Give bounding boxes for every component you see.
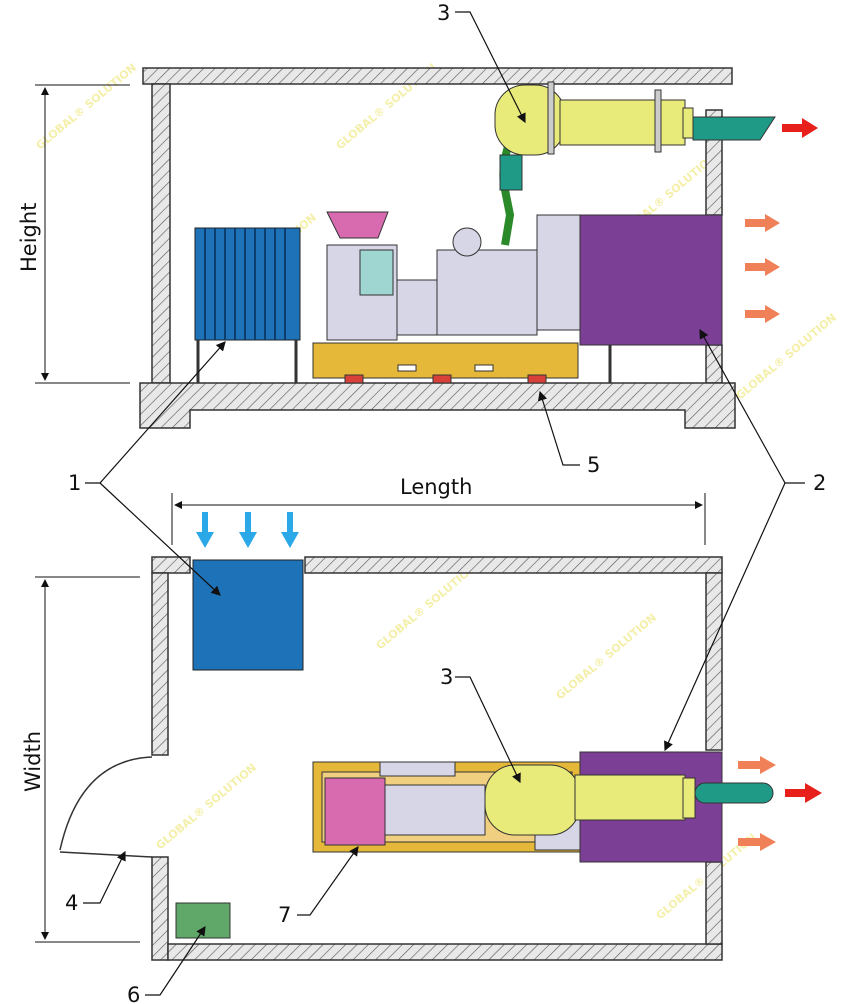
door xyxy=(59,756,153,858)
tailpipe xyxy=(692,116,776,141)
callout-1: 1 xyxy=(68,471,81,495)
elevation-view: Height xyxy=(17,67,818,429)
svg-text:GLOBAL® SOLUTION: GLOBAL® SOLUTION xyxy=(734,311,839,402)
callout-7: 7 xyxy=(278,903,291,927)
callout-2: 2 xyxy=(813,471,826,495)
exhaust-arrow xyxy=(782,118,818,138)
plan-exhaust-arrow xyxy=(785,783,822,803)
vibration-mount xyxy=(432,374,452,384)
radiator xyxy=(194,227,301,383)
length-label: Length xyxy=(400,475,472,499)
exhaust-air-duct xyxy=(579,214,723,346)
svg-text:GLOBAL® SOLUTION: GLOBAL® SOLUTION xyxy=(34,61,139,152)
vibration-mount xyxy=(527,374,547,384)
control-box xyxy=(175,902,231,939)
air-out-arrows xyxy=(745,214,780,323)
callout-3-plan: 3 xyxy=(440,665,453,689)
vibration-mount xyxy=(344,374,364,384)
callout-3-elevation: 3 xyxy=(437,1,450,25)
leader-lines xyxy=(83,11,805,996)
plan-radiator xyxy=(192,559,304,671)
genset xyxy=(312,211,612,384)
svg-text:GLOBAL® SOLUTION: GLOBAL® SOLUTION xyxy=(374,561,479,652)
callout-5: 5 xyxy=(587,453,600,477)
svg-text:GLOBAL® SOLUTION: GLOBAL® SOLUTION xyxy=(154,761,259,852)
height-label: Height xyxy=(17,203,41,272)
callout-4: 4 xyxy=(65,891,78,915)
width-dimension xyxy=(35,576,140,943)
muffler xyxy=(494,81,776,246)
plan-view: Width xyxy=(21,512,822,961)
plan-muffler xyxy=(484,764,774,836)
plan-walls xyxy=(151,556,723,961)
height-dimension xyxy=(35,84,130,384)
callout-6: 6 xyxy=(127,983,140,1004)
length-dimension xyxy=(171,493,706,545)
air-in-arrows xyxy=(196,512,299,548)
svg-text:GLOBAL® SOLUTION: GLOBAL® SOLUTION xyxy=(554,611,659,702)
width-label: Width xyxy=(21,731,45,792)
plan-air-out-arrows xyxy=(738,756,776,851)
